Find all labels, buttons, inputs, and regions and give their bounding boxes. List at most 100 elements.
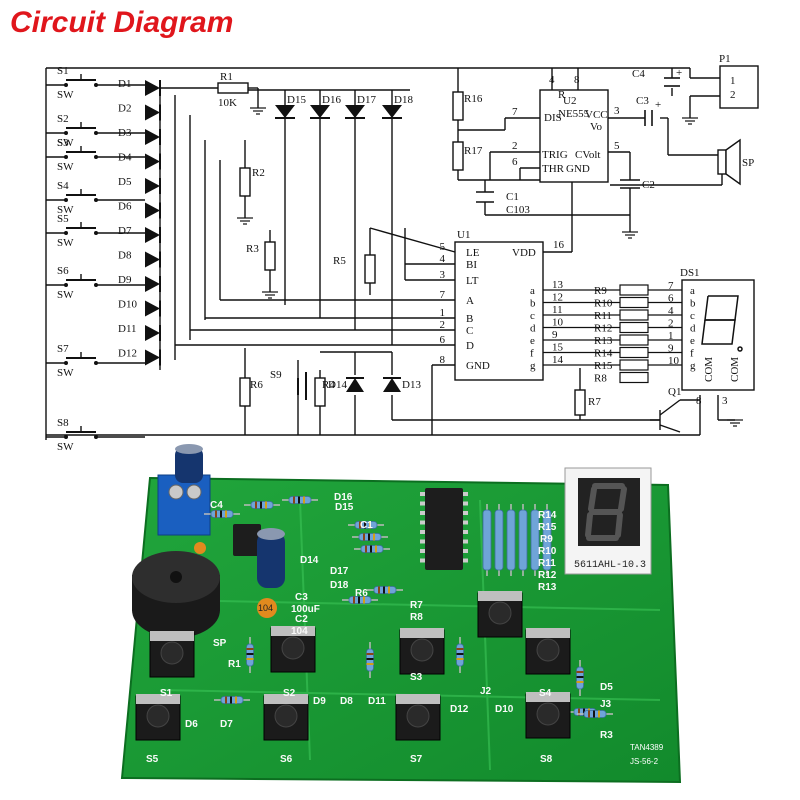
diode-label-D7: D7: [118, 225, 132, 237]
pcb-resistor: [246, 637, 254, 673]
diode-label-D12: D12: [118, 348, 137, 360]
switch-sub-label: SW: [57, 89, 74, 101]
pcb-label-R8: R8: [410, 612, 423, 623]
pcb-label-S2: S2: [283, 688, 296, 699]
resistor-body: [494, 509, 504, 571]
c2-capacitor: [257, 598, 277, 618]
u2-gnd: GND: [566, 163, 590, 175]
power-terminal: [157, 474, 211, 536]
resistor-band: [576, 676, 584, 678]
u2-vcc: VCC: [585, 109, 608, 121]
switch-sub-label: SW: [57, 441, 74, 453]
speaker-symbol: [717, 138, 741, 186]
u2-trig: TRIG: [542, 149, 568, 161]
pcb-resistor: [482, 504, 492, 576]
switch-terminal: [64, 131, 68, 135]
r6-resistor: [239, 377, 251, 407]
diode-D1: [145, 80, 160, 96]
pcb-resistor: [530, 504, 540, 576]
u1-out-e: e: [530, 335, 535, 347]
r1-label: R1: [220, 71, 233, 83]
pushbutton-cap: [536, 638, 560, 662]
u2-pin-6: 6: [512, 156, 518, 168]
pcb-resistor: [214, 696, 250, 704]
switch-sub-label: SW: [57, 367, 74, 379]
pcb-label-D15: D15: [335, 502, 354, 513]
seg-resistor-label-R15: R15: [594, 360, 613, 372]
switch-terminal: [64, 435, 68, 439]
u1-pin-num-8: 8: [440, 354, 446, 366]
u1-pin-num-1: 1: [440, 307, 446, 319]
switch-terminal: [94, 231, 98, 235]
ds1-seg-c: c: [690, 310, 695, 322]
pushbutton-cap: [410, 638, 434, 662]
diode-label-D11: D11: [118, 323, 137, 335]
r2-resistor: [239, 167, 251, 197]
ds1-pin-9: 9: [668, 343, 674, 355]
u2-pin-5: 5: [614, 140, 620, 152]
ds1-seg-b: b: [690, 298, 696, 310]
resistor-body: [482, 509, 492, 571]
u1-pin-name-D: D: [466, 340, 474, 352]
switch-terminal: [64, 283, 68, 287]
pushbutton-frame: [400, 628, 444, 638]
seg-resistor-label-R12: R12: [594, 323, 612, 335]
ds1-seg-g: g: [690, 360, 696, 372]
c3-capacitor: [257, 528, 285, 588]
c3-value: 100uF: [291, 604, 320, 615]
buzzer: [132, 551, 220, 638]
pcb-label-C2: C2: [295, 614, 308, 625]
r7-label: R7: [588, 396, 601, 408]
pcb-label-R3: R3: [600, 730, 613, 741]
resistor-body: [506, 509, 516, 571]
ic-pin: [420, 539, 425, 544]
switch-sub-label: SW: [57, 161, 74, 173]
pushbutton: [263, 694, 309, 741]
u1-pin-num-4: 4: [440, 253, 446, 265]
pushbutton: [525, 628, 571, 675]
r5-label: R5: [333, 255, 346, 267]
ds1-seg-e: e: [690, 335, 695, 347]
s9-label: S9: [270, 369, 282, 381]
ds1-com-2: COM: [729, 357, 741, 382]
switch-terminal: [94, 283, 98, 287]
pcb-label-R14: R14: [538, 510, 557, 521]
diode-label-D8: D8: [118, 250, 132, 262]
ic-pin: [463, 511, 468, 515]
pushbutton: [525, 692, 571, 739]
ds1-com-1: COM: [703, 357, 715, 382]
diode-D2: [145, 104, 160, 121]
diode-D16: [310, 105, 330, 118]
p1-pin-1: 1: [730, 75, 736, 87]
switch-terminal: [94, 435, 98, 439]
ic-pin: [420, 511, 425, 515]
c1-value: C103: [506, 204, 530, 216]
resistor-band: [293, 496, 295, 504]
pcb-label-D10: D10: [495, 704, 514, 715]
ic-pin: [463, 501, 468, 506]
resistor-band: [368, 533, 370, 541]
pcb-label-R7: R7: [410, 600, 423, 611]
pcb-label-D5: D5: [600, 682, 613, 693]
resistor-band: [363, 596, 365, 604]
pushbutton-cap: [488, 601, 512, 625]
pcb-label-R10: R10: [538, 546, 557, 557]
r1-resistor: [217, 82, 249, 94]
pushbutton: [270, 626, 316, 673]
pcb-label-R12: R12: [538, 570, 557, 581]
pcb-label-R9: R9: [540, 534, 553, 545]
resistor-band: [456, 653, 464, 655]
pcb-resistor: [542, 504, 552, 576]
r3-resistor: [264, 241, 276, 271]
cap-104: [194, 542, 206, 554]
ic-pin: [420, 549, 425, 553]
switch-sub-label: SW: [57, 204, 74, 216]
switch-label-S3: S3: [57, 137, 69, 149]
p1-label: P1: [719, 53, 731, 65]
switch-terminal: [94, 361, 98, 365]
c3-plus: +: [655, 99, 661, 111]
pcb-resistor: [506, 504, 516, 576]
diode-label-D14: D14: [328, 379, 347, 391]
c4-plus: +: [676, 67, 682, 79]
ic-pin: [463, 530, 468, 534]
